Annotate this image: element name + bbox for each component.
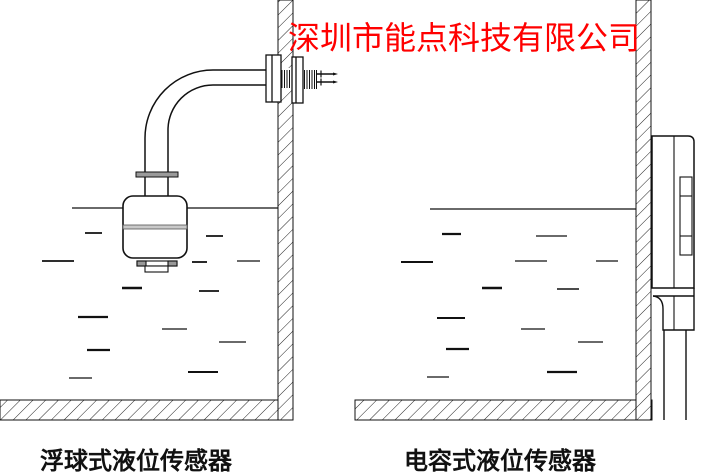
- float-level-sensor: [122, 54, 338, 273]
- capacitive-level-sensor: [651, 135, 695, 420]
- right-tank: [354, 0, 653, 421]
- elbow-pipe: [144, 69, 266, 174]
- wall-fitting: [265, 54, 338, 104]
- fitting-nut-left: [265, 54, 282, 103]
- label-float-sensor: 浮球式液位传感器: [40, 448, 232, 474]
- fitting-nut-right: [291, 56, 304, 104]
- right-wall: [635, 0, 652, 421]
- right-tank-water: [401, 208, 636, 378]
- left-water-dashes: [42, 232, 260, 379]
- right-tank-floor: [354, 399, 653, 421]
- left-tank-floor: [0, 399, 294, 421]
- company-title: 深圳市能点科技有限公司: [288, 20, 641, 56]
- pipe-flange: [135, 171, 179, 178]
- capacitive-probe: [663, 330, 687, 420]
- right-water-dashes: [401, 232, 618, 378]
- left-tank-water: [42, 207, 278, 379]
- fitting-threads: [281, 70, 317, 89]
- float-stop-rings: [136, 260, 178, 273]
- electrical-pins: [316, 70, 338, 86]
- left-tank: [0, 0, 294, 421]
- label-capacitive-sensor: 电容式液位传感器: [404, 448, 596, 474]
- capacitive-lower-housing: [652, 288, 695, 331]
- float-band: [122, 224, 188, 230]
- capacitive-terminal-strip: [679, 176, 693, 256]
- center-wall: [277, 0, 294, 421]
